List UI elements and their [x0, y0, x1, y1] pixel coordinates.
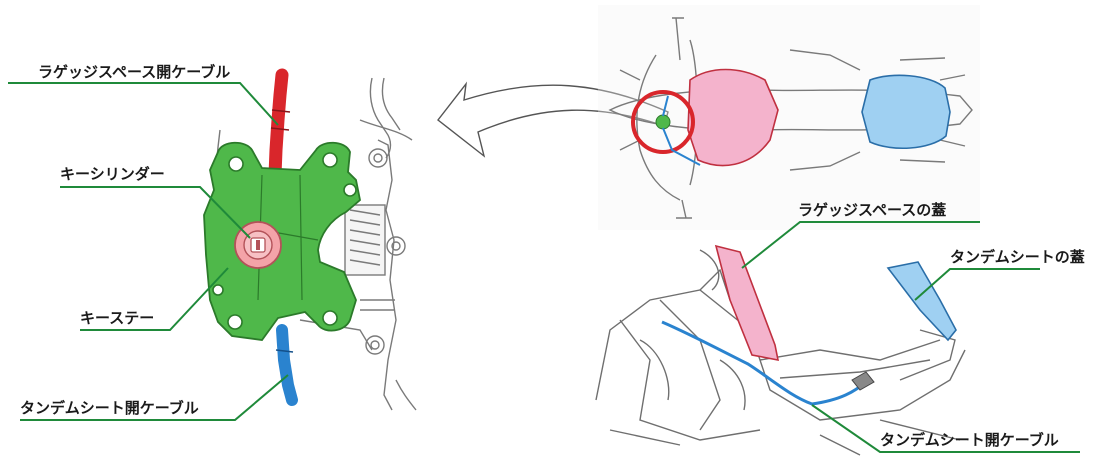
leader-lines-left: [8, 82, 289, 421]
bike-side-view: [595, 244, 966, 456]
luggage-lid-side: [714, 244, 780, 362]
key-stay-detail: [180, 68, 430, 415]
luggage-cable-detail: [268, 68, 289, 182]
tandem-lid-top: [861, 74, 951, 150]
direction-arrow: [437, 81, 669, 158]
tandem-lid-side: [886, 261, 957, 342]
label-tandem-cable-right: タンデムシート開ケーブル: [880, 431, 1059, 449]
leader-key-stay: [80, 267, 229, 331]
leader-lines-right: [741, 221, 1080, 453]
leader-tandem-cable-left: [20, 374, 289, 421]
highlight-circle: [631, 90, 695, 154]
leader-key-cylinder: [60, 186, 251, 239]
key-stay-top-marker: [655, 114, 671, 130]
leader-luggage-lid: [741, 221, 980, 269]
frame-sketch: [213, 77, 417, 411]
key-stay-plate: [203, 141, 361, 341]
luggage-lid-top: [687, 68, 779, 167]
leader-tandem-cable-right: [811, 404, 1080, 453]
leader-tandem-lid: [914, 268, 1040, 301]
key-stay-holes: [212, 152, 357, 330]
label-key-cylinder: キーシリンダー: [60, 165, 165, 183]
leader-luggage-cable: [8, 82, 279, 126]
tandem-cable-side: [661, 320, 870, 406]
label-tandem-lid: タンデムシートの蓋: [950, 248, 1085, 266]
label-luggage-cable: ラゲッジスペース開ケーブル: [38, 63, 231, 81]
tandem-cable-detail: [276, 324, 298, 406]
label-key-stay: キーステー: [80, 309, 155, 327]
bike-top-view: [598, 5, 980, 230]
label-tandem-cable-left: タンデムシート開ケーブル: [20, 399, 199, 417]
luggage-cable-clamp: [270, 109, 291, 131]
label-luggage-lid: ラゲッジスペースの蓋: [798, 201, 947, 219]
